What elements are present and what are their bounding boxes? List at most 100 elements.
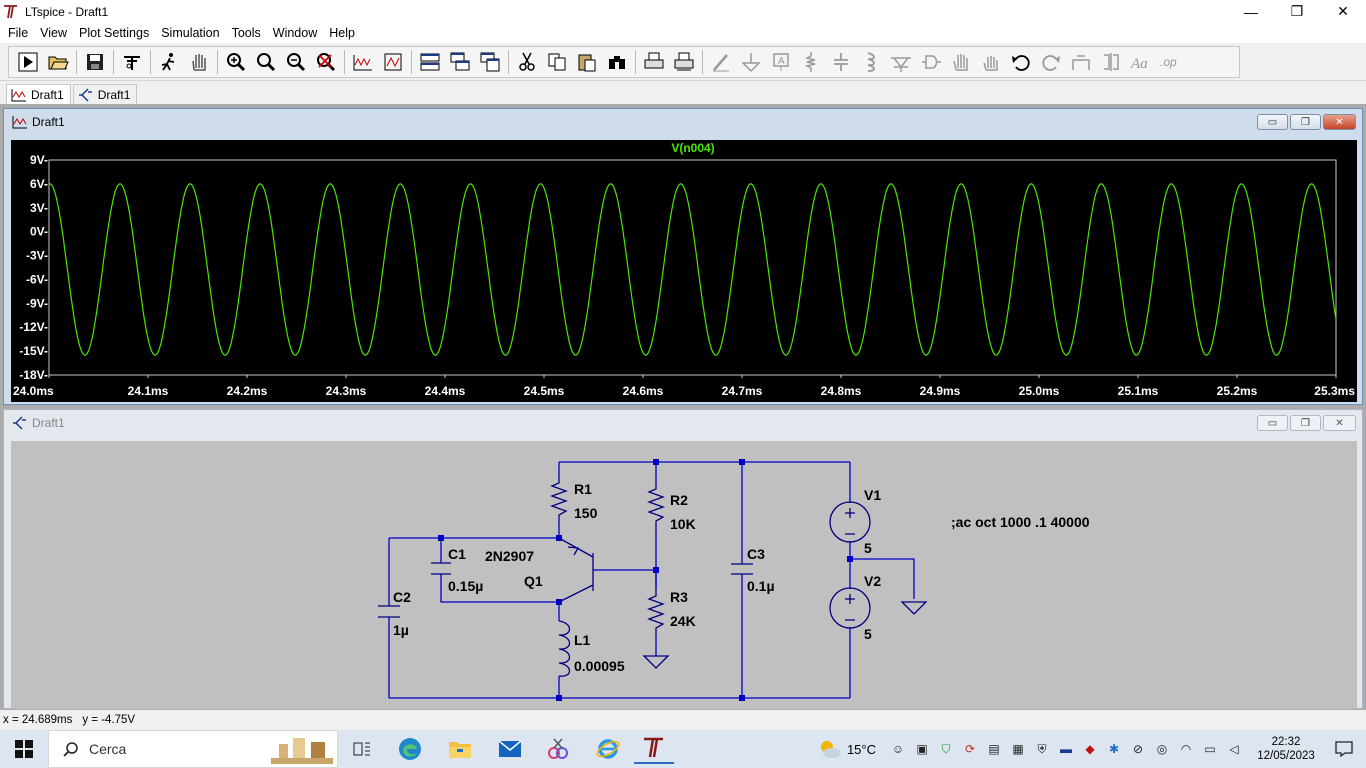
autorange-icon[interactable] bbox=[348, 48, 378, 76]
mirror-icon[interactable] bbox=[1096, 48, 1126, 76]
redo-icon[interactable] bbox=[1036, 48, 1066, 76]
people-icon[interactable]: ☺ bbox=[891, 742, 905, 756]
zoom-cancel-icon[interactable] bbox=[311, 48, 341, 76]
print-setup-icon[interactable] bbox=[669, 48, 699, 76]
find-icon[interactable] bbox=[602, 48, 632, 76]
search-highlight-icon[interactable] bbox=[268, 734, 336, 764]
waveform-chart[interactable]: V(n004) 9V-6V-3V-0V--3V--6V--9V--12V--15… bbox=[11, 140, 1357, 402]
menu-view[interactable]: View bbox=[40, 26, 68, 40]
edit-plot-icon[interactable] bbox=[378, 48, 408, 76]
menu-plot-settings[interactable]: Plot Settings bbox=[79, 26, 150, 40]
menu-simulation[interactable]: Simulation bbox=[161, 26, 220, 40]
close-button[interactable]: ✕ bbox=[1337, 3, 1349, 19]
wire[interactable] bbox=[593, 462, 657, 588]
plot-pane[interactable]: V(n004) 9V-6V-3V-0V--3V--6V--9V--12V--15… bbox=[11, 140, 1357, 402]
ground-symbol[interactable] bbox=[642, 655, 670, 669]
display-icon[interactable]: ▬ bbox=[1060, 742, 1072, 756]
save-icon[interactable] bbox=[80, 48, 110, 76]
ltspice-taskbar-icon[interactable] bbox=[634, 734, 674, 764]
schematic-drawing[interactable]: R1 150 R2 10K R3 24K C1 0.15µ C2 1µ C3 0… bbox=[11, 441, 1357, 709]
schematic-pane[interactable]: R1 150 R2 10K R3 24K C1 0.15µ C2 1µ C3 0… bbox=[11, 441, 1357, 709]
edge-browser-icon[interactable] bbox=[390, 734, 430, 764]
acrobat-icon[interactable]: ◆ bbox=[1085, 742, 1095, 756]
minimize-button[interactable]: ▭ bbox=[1257, 114, 1288, 130]
halt-icon[interactable] bbox=[154, 48, 184, 76]
cut-icon[interactable] bbox=[512, 48, 542, 76]
restore-button[interactable]: ❐ bbox=[1290, 114, 1321, 130]
tile-vertical-icon[interactable] bbox=[475, 48, 505, 76]
minimize-button[interactable]: — bbox=[1244, 3, 1258, 20]
ground-symbol[interactable] bbox=[900, 601, 928, 615]
capacitor-c3[interactable] bbox=[731, 563, 753, 575]
capacitor-c1[interactable] bbox=[431, 562, 451, 575]
trace-line-vn004[interactable] bbox=[48, 183, 1337, 356]
inductor-icon[interactable] bbox=[856, 48, 886, 76]
open-icon[interactable] bbox=[43, 48, 73, 76]
label-net-icon[interactable]: A bbox=[766, 48, 796, 76]
inductor-l1[interactable] bbox=[558, 620, 571, 677]
rotate-icon[interactable] bbox=[1066, 48, 1096, 76]
drive-icon[interactable]: ▤ bbox=[988, 742, 1000, 756]
spice-directive-icon[interactable]: .op bbox=[1156, 48, 1186, 76]
battery-icon[interactable]: ▭ bbox=[1204, 742, 1216, 756]
resistor-r1[interactable] bbox=[550, 478, 568, 522]
bluetooth-icon[interactable]: ✱ bbox=[1108, 742, 1120, 756]
wire[interactable] bbox=[850, 558, 915, 599]
update-icon[interactable]: ◎ bbox=[1156, 742, 1168, 756]
menu-file[interactable]: File bbox=[8, 26, 29, 40]
resistor-r3[interactable] bbox=[647, 588, 665, 636]
network-disabled-icon[interactable]: ⊘ bbox=[1132, 742, 1144, 756]
voltage-source-v2[interactable] bbox=[829, 587, 871, 629]
close-button[interactable]: ✕ bbox=[1323, 415, 1356, 431]
diode-icon[interactable] bbox=[886, 48, 916, 76]
close-button[interactable]: ✕ bbox=[1323, 114, 1356, 130]
menu-window[interactable]: Window bbox=[272, 26, 318, 40]
waveform-window-titlebar[interactable]: Draft1 bbox=[4, 109, 1362, 135]
restore-button[interactable]: ❐ bbox=[1290, 415, 1321, 431]
drag-icon[interactable] bbox=[976, 48, 1006, 76]
resistor-icon[interactable] bbox=[796, 48, 826, 76]
resistor-r2[interactable] bbox=[647, 481, 665, 535]
transistor-q1[interactable] bbox=[558, 537, 594, 603]
tab-waveform-draft1[interactable]: Draft1 bbox=[6, 84, 71, 104]
cascade-icon[interactable] bbox=[445, 48, 475, 76]
copy-icon[interactable] bbox=[542, 48, 572, 76]
zoom-out-icon[interactable] bbox=[281, 48, 311, 76]
spice-directive[interactable]: ;ac oct 1000 .1 40000 bbox=[951, 514, 1090, 530]
minimize-button[interactable]: ▭ bbox=[1257, 415, 1288, 431]
schematic-window-titlebar[interactable]: Draft1 bbox=[4, 410, 1362, 436]
wire[interactable] bbox=[440, 538, 559, 603]
snipping-tool-icon[interactable] bbox=[538, 734, 578, 764]
trace-label-vn004[interactable]: V(n004) bbox=[671, 141, 714, 155]
start-button[interactable] bbox=[0, 730, 48, 768]
maximize-button[interactable]: ❐ bbox=[1290, 3, 1304, 19]
undo-icon[interactable] bbox=[1006, 48, 1036, 76]
capacitor-c2[interactable] bbox=[378, 605, 400, 618]
move-icon[interactable] bbox=[946, 48, 976, 76]
file-explorer-icon[interactable] bbox=[440, 734, 480, 764]
menu-tools[interactable]: Tools bbox=[231, 26, 261, 40]
security-shield-icon[interactable]: ⛉ bbox=[941, 741, 951, 756]
internet-explorer-icon[interactable] bbox=[588, 734, 628, 764]
sync-icon[interactable]: ⟳ bbox=[964, 742, 976, 756]
temperature-label[interactable]: 15°C bbox=[846, 741, 876, 757]
text-icon[interactable]: Aa bbox=[1126, 48, 1156, 76]
defender-icon[interactable]: ⛨ bbox=[1037, 741, 1047, 756]
run-icon[interactable] bbox=[13, 48, 43, 76]
keyboard-icon[interactable]: ▦ bbox=[1012, 742, 1024, 756]
task-view-icon[interactable] bbox=[342, 734, 382, 764]
notification-center-icon[interactable] bbox=[1322, 741, 1366, 757]
wire-icon[interactable] bbox=[706, 48, 736, 76]
clock[interactable]: 22:32 12/05/2023 bbox=[1250, 735, 1322, 763]
voltage-source-v1[interactable] bbox=[829, 501, 871, 543]
capacitor-icon[interactable] bbox=[826, 48, 856, 76]
wifi-icon[interactable]: ◠ bbox=[1180, 742, 1192, 756]
tile-horizontal-icon[interactable] bbox=[415, 48, 445, 76]
weather-icon[interactable] bbox=[817, 738, 843, 760]
menu-help[interactable]: Help bbox=[329, 26, 355, 40]
ground-icon[interactable] bbox=[736, 48, 766, 76]
zoom-in-icon[interactable] bbox=[221, 48, 251, 76]
volume-icon[interactable]: ◁ bbox=[1229, 742, 1239, 756]
mail-icon[interactable] bbox=[490, 734, 530, 764]
zoom-area-icon[interactable] bbox=[251, 48, 281, 76]
